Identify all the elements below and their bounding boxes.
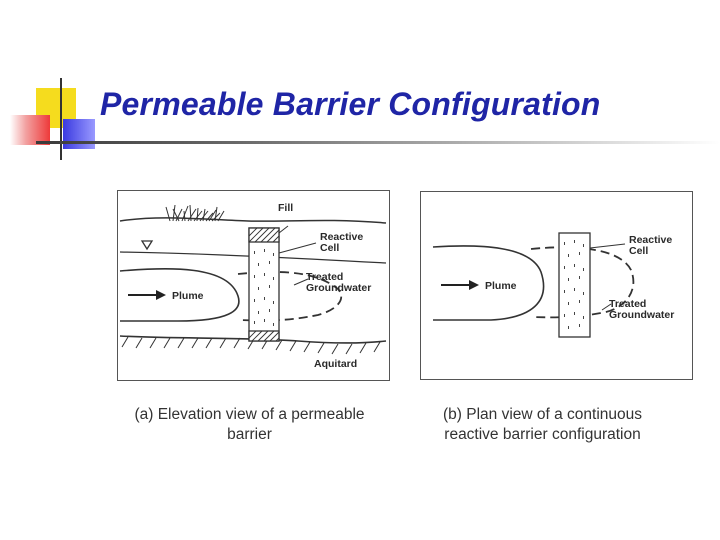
plan-plume-outline (432, 245, 545, 321)
ground-surface (119, 217, 387, 224)
aquitard-surface (119, 335, 387, 344)
cell-leader (278, 242, 317, 254)
fill-leader (278, 225, 289, 234)
bottom-hatch (248, 330, 280, 342)
treated-leader (293, 278, 309, 286)
deco-blue-square (63, 119, 95, 149)
fill-hatch (248, 227, 280, 243)
grass-icon (165, 204, 225, 222)
deco-red-square (10, 115, 50, 145)
plan-reactive-barrier (558, 232, 591, 338)
plan-label-cell: Cell (629, 245, 648, 257)
page-title: Permeable Barrier Configuration (100, 86, 601, 122)
plan-label-treated: Treated (609, 298, 646, 310)
caption-a-line2: barrier (227, 426, 272, 443)
label-fill: Fill (278, 202, 293, 214)
water-table-icon (140, 240, 154, 251)
label-plume: Plume (172, 290, 204, 302)
caption-b-line2: reactive barrier configuration (444, 426, 641, 443)
plan-barrier-pattern (564, 240, 584, 329)
panel-plan-view: Reactive Cell Plume Treated Groundwater (420, 191, 693, 380)
reactive-cell (248, 227, 280, 342)
plan-plume-arrow-icon (441, 280, 479, 290)
plan-cell-leader (589, 243, 626, 249)
title-divider (36, 141, 720, 144)
label-treated: Treated (306, 271, 343, 283)
caption-b-line1: (b) Plan view of a continuous (442, 406, 643, 423)
label-groundwater: Groundwater (306, 282, 371, 294)
plan-label-plume: Plume (485, 280, 517, 292)
label-cell: Cell (320, 242, 339, 254)
caption-plan-view: (b) Plan view of a continuous reactive b… (415, 405, 670, 445)
plan-treated-leader (601, 303, 612, 311)
plan-label-reactive: Reactive (629, 234, 672, 246)
plan-label-groundwater: Groundwater (609, 309, 674, 321)
elevation-diagram: Fill Reactive Cell Treated Groundwater P… (119, 202, 387, 370)
water-table-line (119, 251, 387, 264)
plume-arrow-icon (128, 290, 166, 300)
aquitard-hatch (121, 336, 381, 355)
label-aquitard: Aquitard (314, 358, 357, 370)
plume-outline (119, 268, 240, 322)
caption-elevation-view: (a) Elevation view of a permeable barrie… (112, 405, 387, 445)
panel-elevation-view: Fill Reactive Cell Treated Groundwater P… (117, 190, 390, 381)
plan-diagram: Reactive Cell Plume Treated Groundwater (432, 232, 674, 338)
label-reactive: Reactive (320, 231, 363, 243)
deco-vertical-line (60, 78, 62, 160)
caption-a-line1: (a) Elevation view of a permeable (134, 406, 365, 423)
reactive-cell-pattern (254, 249, 274, 326)
